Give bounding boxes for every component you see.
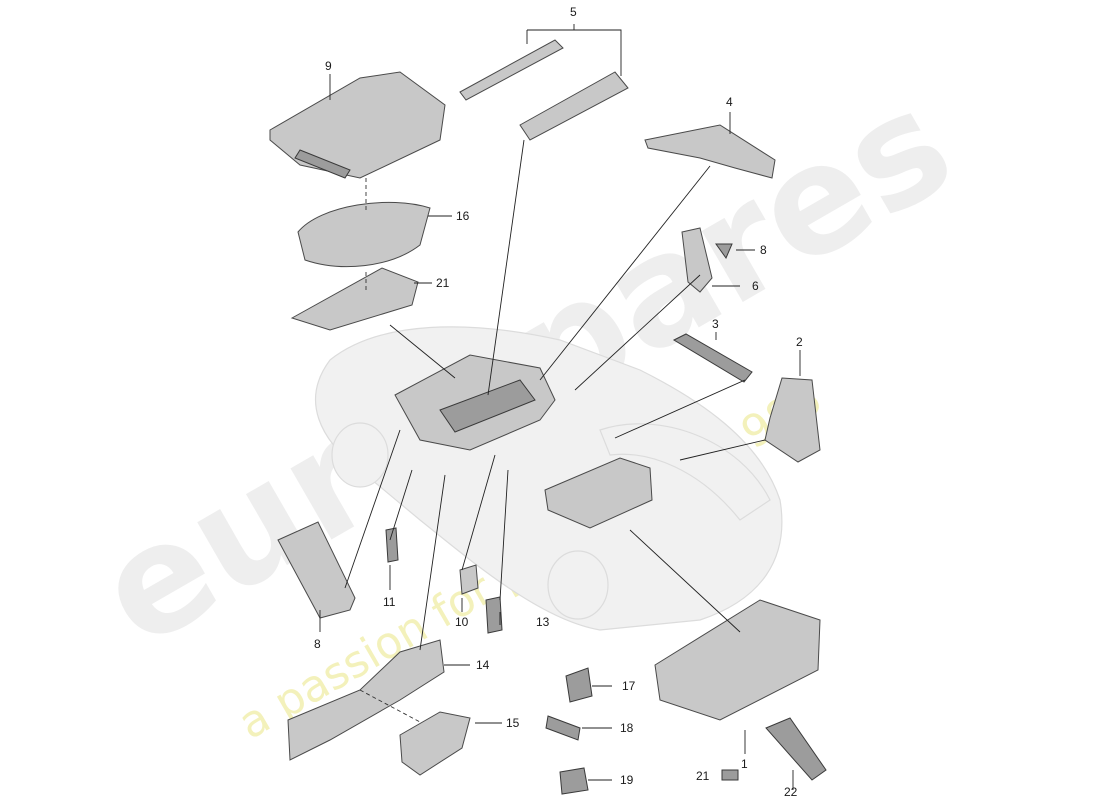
part-11-bracket [385,527,399,563]
part-13-bracket [485,596,503,634]
callout-16: 16 [456,209,470,223]
callout-7: 8 [760,243,767,257]
engine-bay-assembly [394,354,556,451]
callout-13: 13 [536,615,550,629]
part-8-trim [277,521,356,619]
part-1-rear-panel [544,457,821,721]
part-2-panel [764,377,821,463]
part-15-cover [399,711,471,776]
callout-10: 10 [455,615,469,629]
part-6-mount [681,227,713,293]
callout-labels: 5 9 16 21 4 8 6 3 2 8 11 10 13 14 15 17 … [314,5,803,799]
part-5-strips [459,39,629,141]
callout-8: 8 [314,637,321,651]
callout-15: 15 [506,716,520,730]
part-14-tray [287,639,445,761]
callout-4: 4 [726,95,733,109]
part-4-bracket [644,124,776,179]
callout-22: 22 [784,785,798,799]
callout-5: 5 [570,5,577,19]
callout-18: 18 [620,721,634,735]
part-10-bracket [459,564,479,595]
callout-2: 2 [796,335,803,349]
part-7-clip [715,243,733,260]
callout-19: 19 [620,773,634,787]
callout-17: 17 [622,679,636,693]
callout-9: 9 [325,59,332,73]
part-9-cover [269,71,446,179]
car-body-silhouette [315,326,783,631]
callout-3: 3 [712,317,719,331]
part-22-bracket [765,717,827,781]
part-18-block [545,715,581,741]
callout-11: 11 [383,595,396,609]
leader-lines [319,24,801,790]
callout-21-lower: 21 [696,769,710,783]
part-3-strip [672,333,753,383]
part-21-small [721,769,739,781]
part-19-block [559,767,589,795]
callout-1: 1 [741,757,748,771]
part-16-liner [297,201,431,268]
part-21-mat [290,267,419,331]
callout-14: 14 [476,658,490,672]
part-17-block [565,667,593,703]
callout-6: 6 [752,279,759,293]
callout-21-upper: 21 [436,276,450,290]
